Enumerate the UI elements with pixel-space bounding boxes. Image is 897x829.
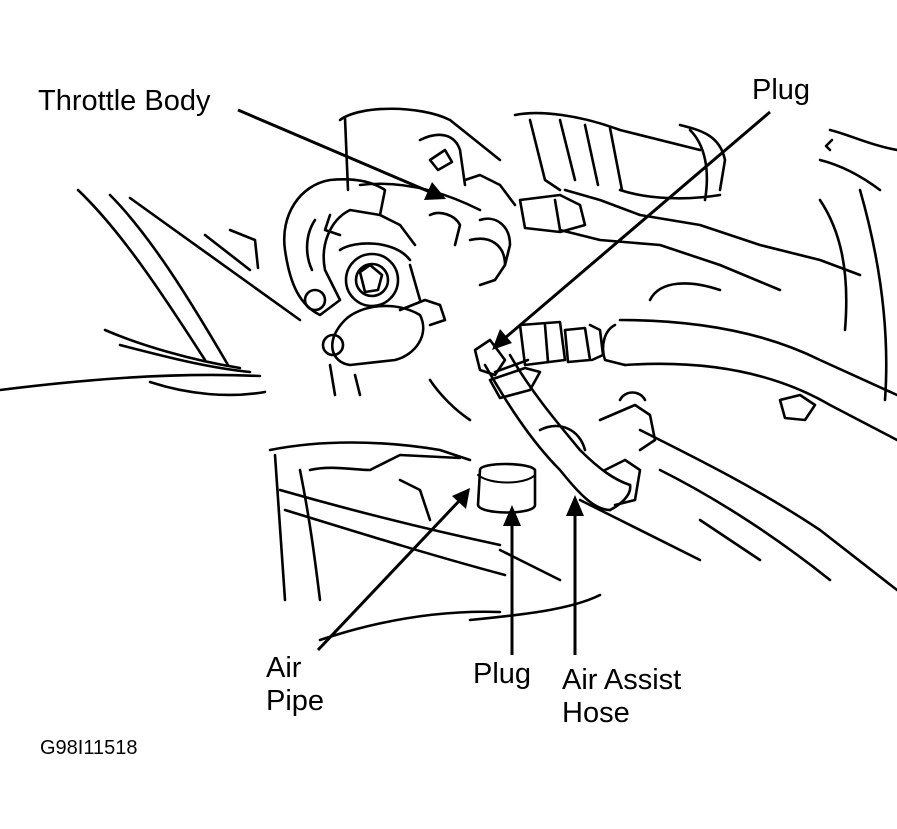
left-frame-lines (0, 188, 302, 397)
label-plug-bottom: Plug (473, 658, 532, 690)
label-air-pipe-line2: Pipe (266, 685, 325, 717)
leader-lines (237, 108, 771, 655)
figure-code: G98I11518 (40, 737, 138, 759)
label-plug-top: Plug (752, 74, 811, 106)
intake-and-hoses (513, 111, 897, 592)
label-air-pipe-line1: Air (266, 652, 302, 684)
label-throttle-body: Throttle Body (38, 85, 211, 117)
label-air-assist-line2: Hose (562, 697, 630, 729)
air-pipe (268, 378, 702, 642)
label-air-assist-line1: Air Assist (562, 664, 682, 696)
air-assist-hose (473, 338, 657, 512)
throttle-cam (282, 178, 447, 397)
